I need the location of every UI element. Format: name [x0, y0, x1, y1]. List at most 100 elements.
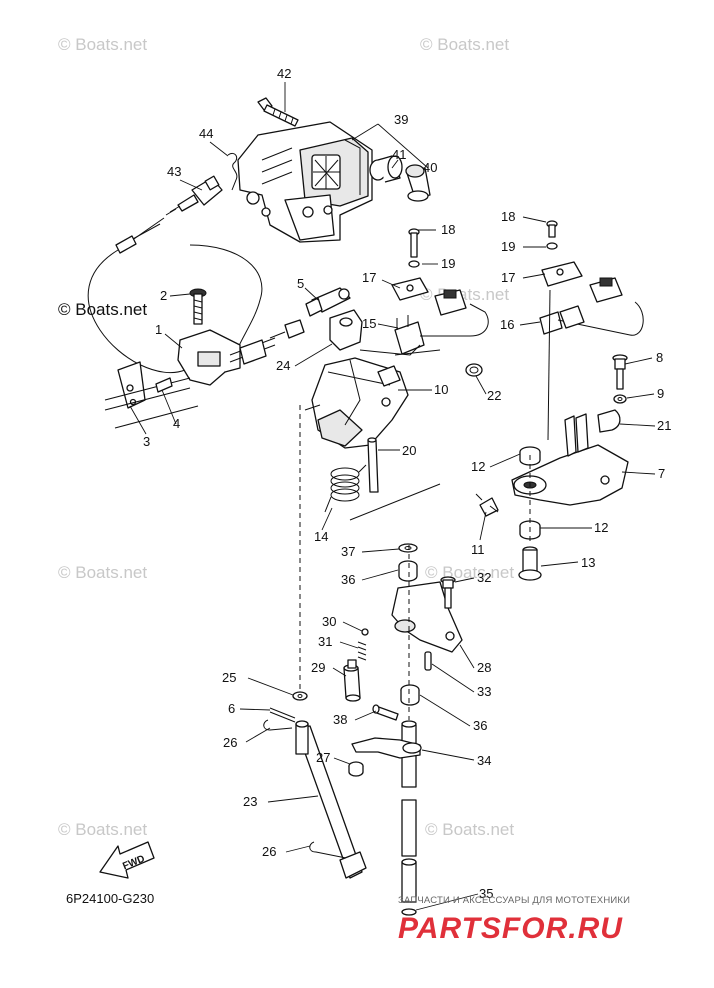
ball-30-part	[361, 628, 369, 636]
callout-15: 15	[362, 316, 376, 331]
alignment-line	[359, 344, 441, 356]
pin-33-part	[424, 651, 432, 671]
pin-20-part	[367, 437, 379, 493]
collar-13-part	[518, 546, 542, 581]
callout-12: 12	[471, 459, 485, 474]
o-ring-35-part	[401, 908, 417, 916]
callout-34: 34	[477, 753, 491, 768]
shift-lever-7-part	[511, 413, 629, 506]
screw-18a-part	[408, 228, 420, 258]
watermark: © Boats.net	[58, 563, 147, 582]
plate-17a-part	[391, 277, 429, 301]
brand-logo: PARTSFOR.RU	[398, 912, 623, 945]
callout-31: 31	[318, 634, 332, 649]
callout-8: 8	[656, 350, 663, 365]
watermark: © Boats.net	[58, 820, 147, 839]
callout-19: 19	[501, 239, 515, 254]
callout-44: 44	[199, 126, 213, 141]
cable-part	[189, 244, 263, 356]
callout-36: 36	[473, 718, 487, 733]
callout-26: 26	[223, 735, 237, 750]
shift-lever-34-part	[351, 737, 422, 759]
joint-5-part	[305, 287, 351, 317]
diagram-code: 6P24100-G230	[66, 891, 154, 906]
callout-4: 4	[173, 416, 180, 431]
callout-29: 29	[311, 660, 325, 675]
clip-26b-part	[309, 841, 347, 859]
watermark: © Boats.net	[425, 820, 514, 839]
watermark-main: © Boats.net	[58, 300, 147, 319]
bushing-36b-part	[400, 684, 420, 706]
callout-17: 17	[362, 270, 376, 285]
clip-44-part	[227, 152, 238, 191]
plate-17b-part	[541, 261, 583, 287]
plunger-29-part	[343, 659, 361, 702]
callout-3: 3	[143, 434, 150, 449]
bolt-38-part	[372, 704, 399, 721]
washer-19a-part	[408, 260, 420, 268]
bolt-42-part	[257, 97, 299, 127]
cable-end-43-part	[165, 175, 223, 216]
alignment-line	[547, 289, 551, 441]
clip-26a-part	[263, 719, 293, 731]
cable-part	[115, 235, 137, 254]
spring-14-part	[324, 464, 367, 513]
watermark: © Boats.net	[420, 35, 509, 54]
callout-30: 30	[322, 614, 336, 629]
callout-27: 27	[316, 750, 330, 765]
callout-28: 28	[477, 660, 491, 675]
callout-22: 22	[487, 388, 501, 403]
screw-18b-part	[546, 220, 558, 238]
callout-42: 42	[277, 66, 291, 81]
callout-38: 38	[333, 712, 347, 727]
callout-32: 32	[477, 570, 491, 585]
spring-31-part	[357, 641, 367, 661]
callout-11: 11	[471, 542, 485, 557]
lever-10-part	[311, 357, 409, 449]
callout-18: 18	[501, 209, 515, 224]
washer-37-part	[398, 543, 418, 553]
bracket-24-part	[329, 309, 363, 351]
callout-7: 7	[658, 466, 665, 481]
watermark: © Boats.net	[420, 285, 509, 304]
washer-27-part	[348, 761, 364, 777]
callout-39: 39	[394, 112, 408, 127]
callout-10: 10	[434, 382, 448, 397]
switch-15-part	[394, 289, 489, 355]
callout-labels: 42 44 39 41 40 43 18 19 17 18 19 17 2 5 …	[143, 66, 671, 901]
grommet-40-part	[405, 164, 431, 202]
washer-19b-part	[546, 242, 558, 250]
bushing-36a-part	[398, 560, 418, 582]
callout-13: 13	[581, 555, 595, 570]
washer-9-part	[613, 394, 627, 404]
grease-nipple-11-part	[475, 493, 499, 517]
callout-20: 20	[402, 443, 416, 458]
clamp-21-part	[597, 409, 621, 433]
callout-21: 21	[657, 418, 671, 433]
bolt-2-part	[189, 288, 207, 325]
shift-link-23-part	[295, 720, 367, 879]
callout-12: 12	[594, 520, 608, 535]
watermark: © Boats.net	[58, 35, 147, 54]
callout-26: 26	[262, 844, 276, 859]
cable-bracket-part	[104, 319, 305, 429]
callout-19: 19	[441, 256, 455, 271]
callout-1: 1	[155, 322, 162, 337]
callout-16: 16	[500, 317, 514, 332]
alignment-line	[304, 404, 441, 521]
callout-2: 2	[160, 288, 167, 303]
callout-40: 40	[423, 160, 437, 175]
grommet-22-part	[465, 363, 483, 377]
cable-part	[87, 217, 186, 374]
bolt-32-part	[440, 576, 456, 609]
callout-14: 14	[314, 529, 328, 544]
callout-41: 41	[392, 147, 406, 162]
callout-6: 6	[228, 701, 235, 716]
callout-9: 9	[657, 386, 664, 401]
callout-17: 17	[501, 270, 515, 285]
bolt-8-part	[612, 354, 628, 390]
callout-25: 25	[222, 670, 236, 685]
callout-5: 5	[297, 276, 304, 291]
callout-37: 37	[341, 544, 355, 559]
